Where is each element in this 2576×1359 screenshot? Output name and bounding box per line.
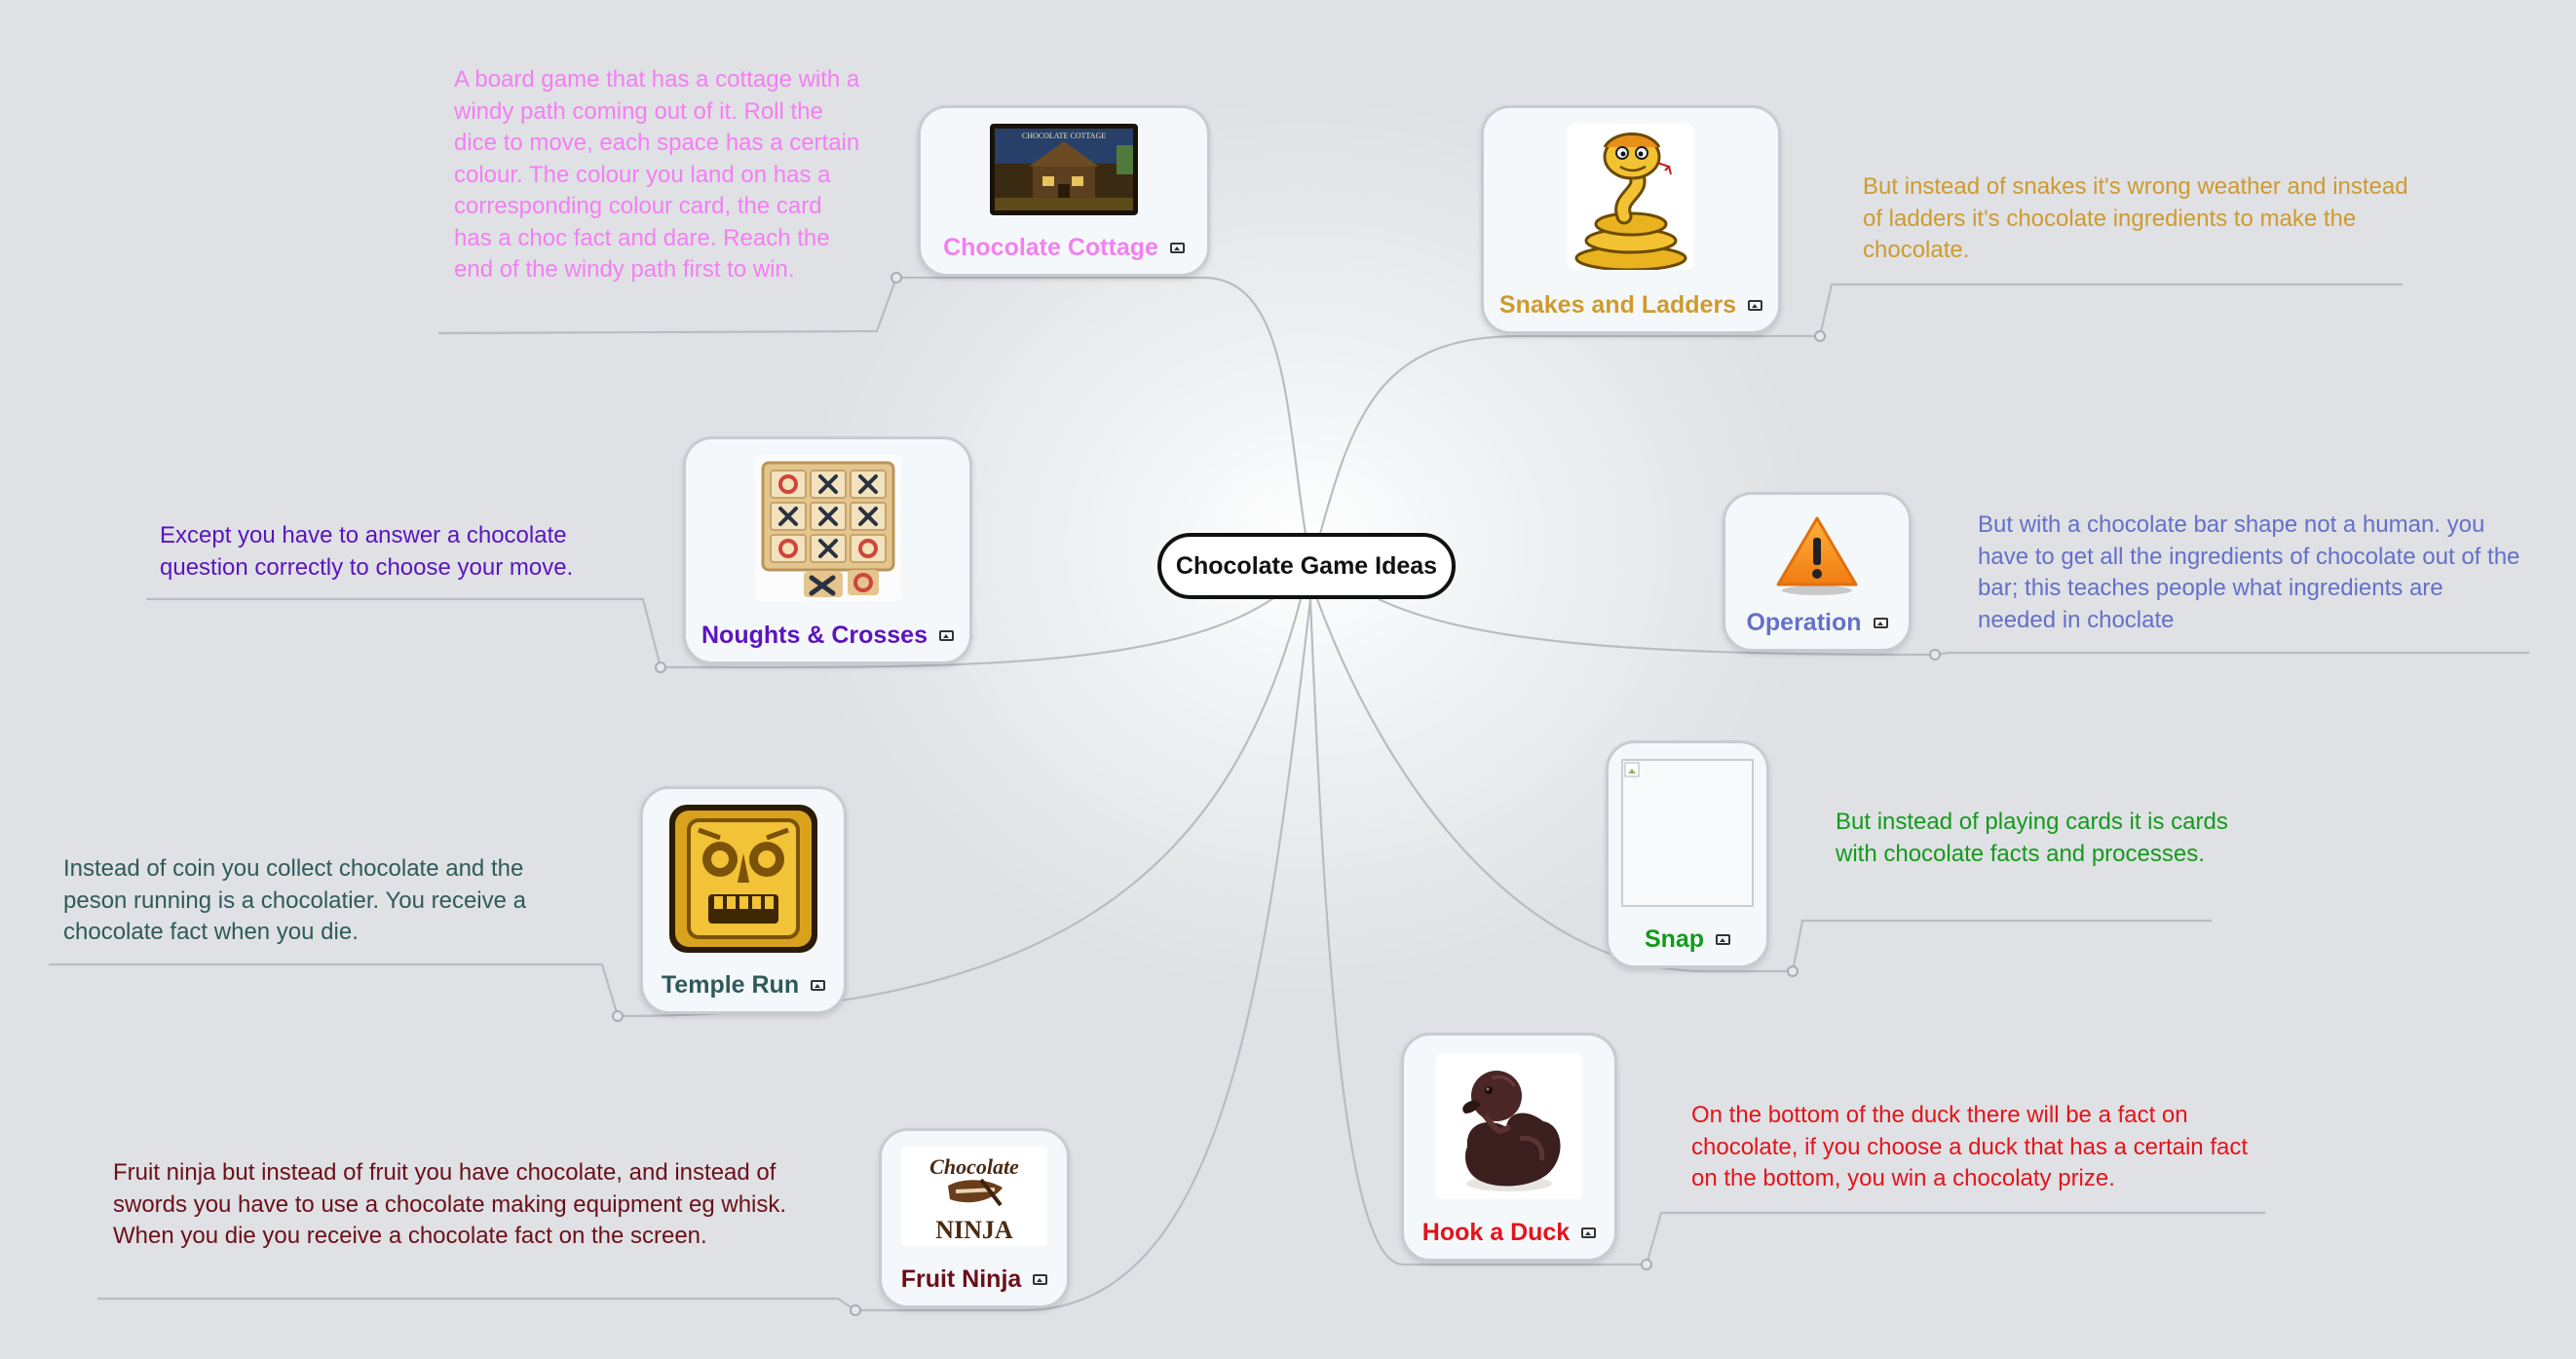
note-fruit-ninja: Fruit ninja but instead of fruit you hav… [113, 1159, 787, 1249]
note-snakes-and-ladders: But instead of snakes it's wrong weather… [1863, 173, 2408, 263]
connector-cottage [437, 276, 1307, 535]
topic-operation[interactable]: Operation [1723, 492, 1912, 652]
image-icon[interactable] [1873, 618, 1888, 628]
topic-title: Hook a Duck [1421, 1219, 1571, 1246]
topic-chocolate-cottage[interactable]: CHOCOLATE COTTAGE Chocolate Cottage [918, 105, 1210, 277]
noughts-image [686, 455, 969, 601]
topic-label: Operation [1725, 609, 1909, 637]
topic-temple-run[interactable]: Temple Run [640, 786, 847, 1014]
topic-label: Hook a Duck [1404, 1219, 1614, 1247]
topic-title: Operation [1746, 609, 1862, 636]
topic-label: Chocolate Cottage [921, 234, 1207, 262]
image-icon[interactable] [938, 630, 954, 641]
central-topic-title: Chocolate Game Ideas [1175, 551, 1438, 580]
note-operation: But with a chocolate bar shape not a hum… [1978, 511, 2520, 633]
topic-title: Snap [1644, 925, 1705, 953]
topic-hook-a-duck[interactable]: Hook a Duck [1401, 1033, 1617, 1262]
note-snap: But instead of playing cards it is cards… [1836, 809, 2228, 867]
topic-title: Snakes and Ladders [1498, 291, 1737, 319]
topic-label: Fruit Ninja [882, 1265, 1067, 1294]
note-noughts-and-crosses: Except you have to answer a chocolate qu… [160, 522, 574, 581]
topic-label: Noughts & Crosses [686, 622, 969, 650]
temple-run-image [643, 805, 844, 953]
warning-icon [1725, 512, 1909, 600]
chocolate-ninja-image: Chocolate NINJA [882, 1147, 1067, 1246]
topic-fruit-ninja[interactable]: Chocolate NINJA Fruit Ninja [879, 1128, 1070, 1308]
ninja-image-caption-top: Chocolate [929, 1154, 1019, 1179]
topic-title: Temple Run [661, 971, 800, 999]
connector-ninja [97, 598, 1312, 1312]
connector-noughts [146, 595, 1277, 669]
connector-hook [1308, 598, 2265, 1266]
topic-snap[interactable]: Snap [1606, 740, 1769, 968]
topic-label: Temple Run [643, 971, 844, 1000]
image-icon[interactable] [1716, 934, 1731, 945]
image-icon[interactable] [1033, 1274, 1048, 1285]
image-icon[interactable] [1169, 243, 1185, 253]
image-icon[interactable] [1748, 300, 1763, 311]
cottage-image: CHOCOLATE COTTAGE [921, 124, 1207, 215]
topic-label: Snakes and Ladders [1484, 291, 1778, 320]
image-icon[interactable] [1581, 1227, 1597, 1238]
topic-title: Noughts & Crosses [701, 622, 928, 649]
note-hook-a-duck: On the bottom of the duck there will be … [1691, 1102, 2249, 1191]
chocolate-duck-image [1404, 1053, 1614, 1199]
connector-snap [1315, 598, 2212, 973]
topic-title: Chocolate Cottage [943, 234, 1158, 261]
connector-snakes [1318, 283, 2403, 535]
connector-operation [1378, 598, 2529, 657]
image-icon[interactable] [811, 980, 826, 991]
topic-noughts-and-crosses[interactable]: Noughts & Crosses [683, 436, 972, 664]
central-topic[interactable]: Chocolate Game Ideas [1157, 533, 1456, 599]
topic-snakes-and-ladders[interactable]: Snakes and Ladders [1481, 105, 1781, 334]
note-chocolate-cottage: A board game that has a cottage with a w… [454, 66, 860, 283]
topic-title: Fruit Ninja [900, 1265, 1022, 1293]
snake-image [1484, 124, 1778, 270]
ninja-image-caption-bottom: NINJA [935, 1216, 1013, 1244]
note-temple-run: Instead of coin you collect chocolate an… [63, 855, 526, 945]
cottage-image-caption: CHOCOLATE COTTAGE [1022, 132, 1106, 140]
topic-label: Snap [1609, 925, 1766, 954]
snap-image-placeholder [1609, 759, 1766, 907]
